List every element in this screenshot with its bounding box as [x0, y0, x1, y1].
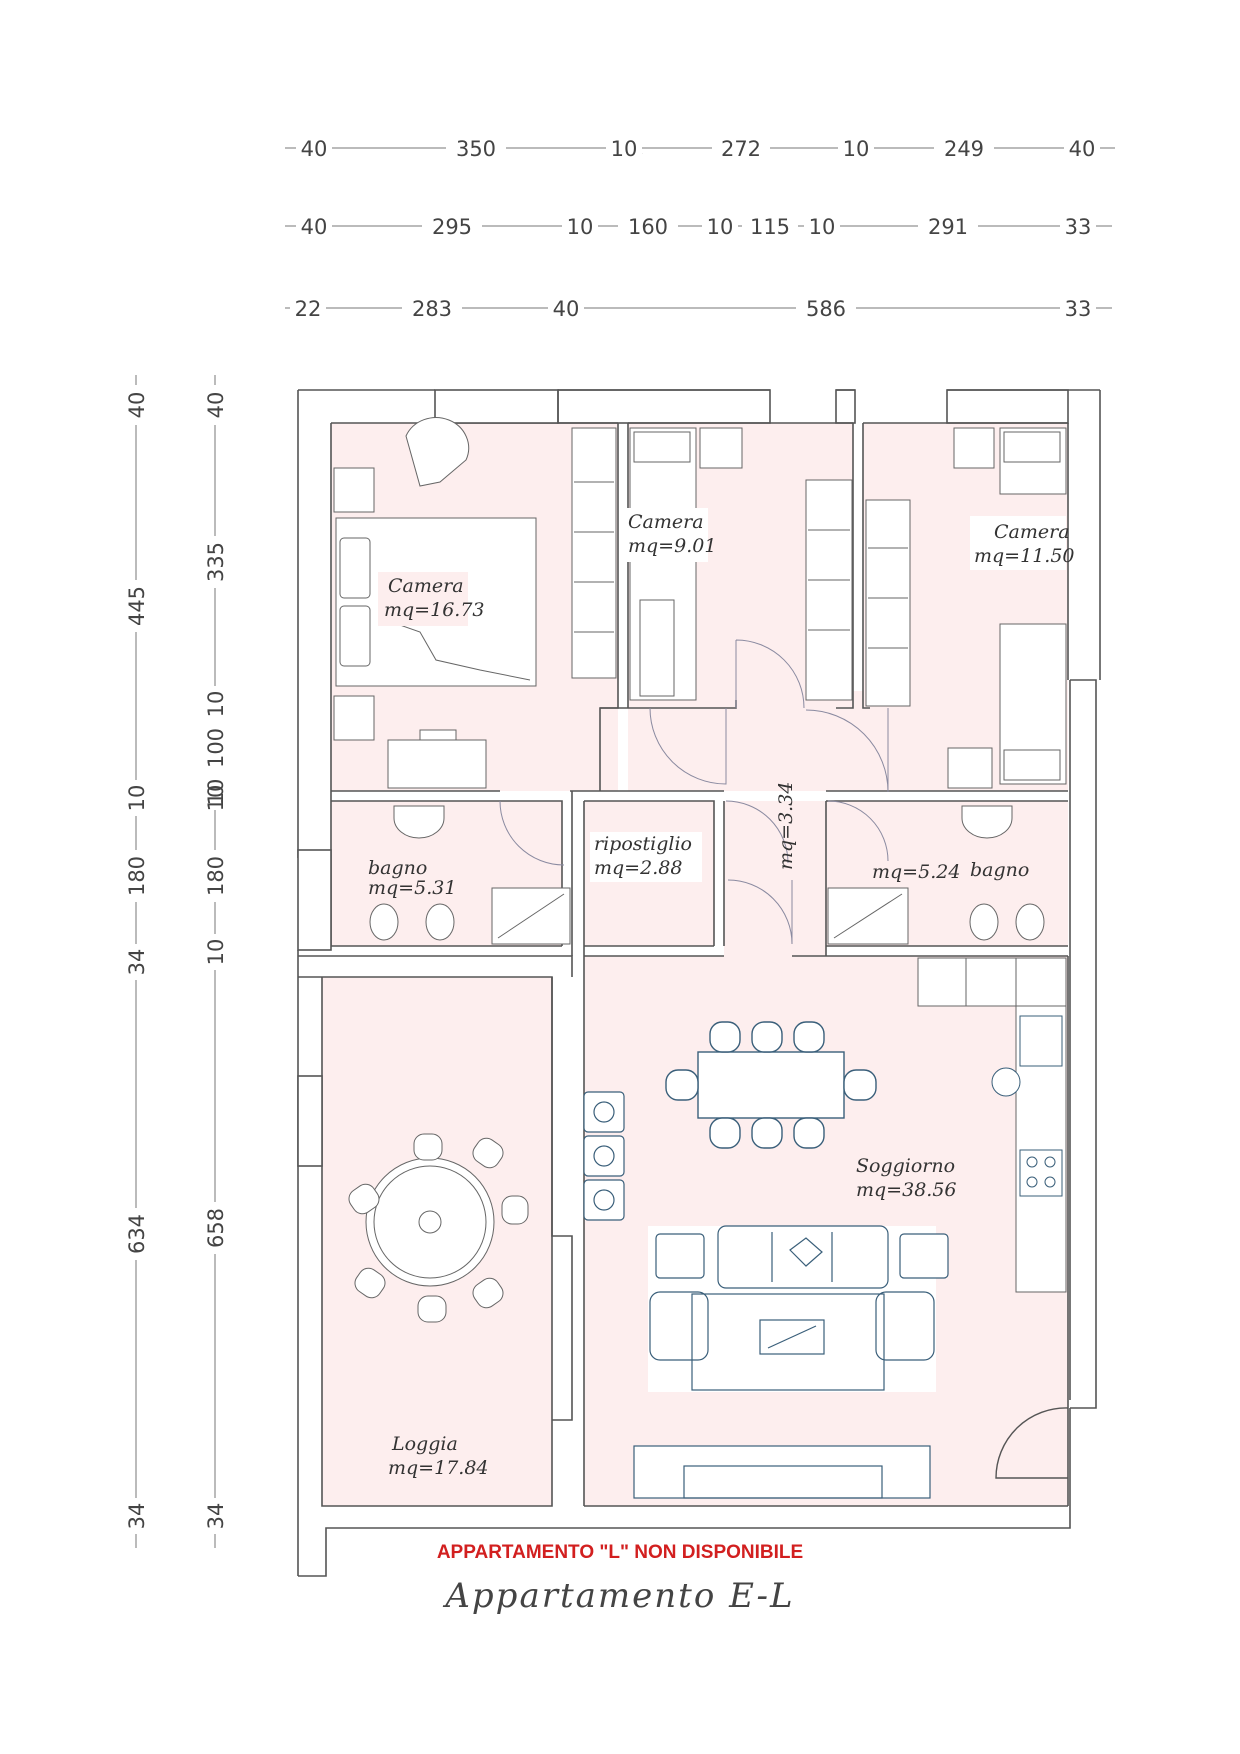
dim-label: 10 [567, 215, 594, 239]
dim-label: 180 [125, 856, 149, 896]
dim-label: 658 [204, 1208, 228, 1248]
dim-label: 10 [204, 691, 228, 718]
armchair [649, 1291, 709, 1361]
dim-label: 33 [1065, 297, 1092, 321]
dim-label: 335 [204, 542, 228, 582]
dim-label: 283 [412, 297, 452, 321]
dim-label: 291 [928, 215, 968, 239]
room-area: mq=2.88 [594, 857, 682, 879]
dim-label: 295 [432, 215, 472, 239]
room-name: Camera [628, 511, 704, 533]
room-area: mq=9.01 [628, 535, 716, 557]
bathroom-right-fixtures [827, 805, 1045, 945]
dim-label: 40 [1069, 137, 1096, 161]
room-name: bagno [970, 859, 1029, 881]
toilet [969, 903, 999, 941]
wardrobe [865, 499, 911, 707]
walls [297, 389, 1101, 1577]
left-dimension-col-1: 40 445 10 180 34 634 34 [124, 385, 150, 1534]
kitchen-counter [917, 957, 1067, 1293]
dim-label: 10 [204, 779, 228, 806]
dim-label: 40 [125, 392, 149, 419]
top-dimension-chains [285, 147, 1115, 309]
dim-label: 10 [125, 785, 149, 812]
room-area: mq=5.24 [872, 861, 960, 883]
desk [387, 739, 487, 789]
room-area: mq=17.84 [388, 1457, 489, 1479]
dim-label: 10 [611, 137, 638, 161]
cooktop [1019, 1149, 1063, 1197]
side-stools [583, 1091, 625, 1221]
room-name: Soggiorno [856, 1155, 955, 1177]
dim-label: 350 [456, 137, 496, 161]
room-area: mq=11.50 [974, 545, 1075, 567]
sink [961, 805, 1013, 839]
room-area: mq=38.56 [856, 1179, 957, 1201]
doors [499, 639, 1069, 1479]
right-bedroom-furniture [865, 427, 1067, 789]
toilet [425, 903, 455, 941]
dim-label: 249 [944, 137, 984, 161]
dim-label: 34 [125, 1503, 149, 1530]
room-area: mq=3.34 [775, 782, 797, 870]
room-name: Loggia [391, 1433, 458, 1455]
dim-label: 22 [295, 297, 322, 321]
top-dimension-row-2: 40 295 10 160 10 115 10 291 33 [296, 213, 1096, 239]
living-room-set [648, 1225, 949, 1392]
left-dimension-col-2: 40 335 10 100 10 10 180 10 658 34 [203, 385, 229, 1534]
top-dimension-row-1: 40 350 10 272 10 249 40 [296, 135, 1100, 161]
wardrobe [571, 427, 617, 679]
dim-label: 586 [806, 297, 846, 321]
room-name: Camera [388, 575, 464, 597]
dim-label: 34 [125, 949, 149, 976]
dim-label: 100 [204, 728, 228, 768]
sink [393, 805, 445, 839]
dim-label: 40 [301, 137, 328, 161]
master-bedroom-furniture [333, 417, 617, 789]
bidet [1015, 903, 1045, 941]
dim-label: 160 [628, 215, 668, 239]
dim-label: 180 [204, 856, 228, 896]
dining-table [697, 1051, 845, 1119]
sideboard [633, 1445, 931, 1499]
dim-label: 10 [204, 785, 228, 812]
room-name: Camera [994, 521, 1070, 543]
bidet [369, 903, 399, 941]
dim-label: 40 [553, 297, 580, 321]
room-name: bagno [368, 857, 427, 879]
availability-notice: APPARTAMENTO "L" NON DISPONIBILE [436, 1542, 804, 1563]
dim-label: 34 [204, 1503, 228, 1530]
dim-label: 10 [809, 215, 836, 239]
room-labels: Camera mq=16.73 Camera mq=9.01 Camera mq… [368, 508, 1075, 1479]
dim-label: 10 [707, 215, 734, 239]
dim-label: 40 [204, 392, 228, 419]
dining-set [665, 1021, 877, 1149]
room-area: mq=5.31 [368, 877, 456, 899]
armchair [875, 1291, 935, 1361]
dim-label: 40 [301, 215, 328, 239]
loggia-table-set [348, 1133, 529, 1323]
dim-label: 33 [1065, 215, 1092, 239]
kitchen-sink [1019, 1015, 1063, 1067]
dim-label: 272 [721, 137, 761, 161]
dim-label: 634 [125, 1214, 149, 1254]
dim-label: 115 [750, 215, 790, 239]
wardrobe [805, 479, 853, 701]
dim-label: 10 [843, 137, 870, 161]
bathroom-left-fixtures [369, 805, 571, 945]
plan-title: Appartamento E-L [445, 1576, 795, 1616]
round-table [365, 1157, 495, 1287]
room-name: ripostiglio [594, 833, 692, 855]
mid-bedroom-furniture [629, 427, 853, 701]
dim-label: 10 [204, 939, 228, 966]
top-dimension-row-3: 22 283 40 586 33 [290, 295, 1096, 321]
dim-label: 445 [125, 586, 149, 626]
room-area: mq=16.73 [384, 599, 485, 621]
